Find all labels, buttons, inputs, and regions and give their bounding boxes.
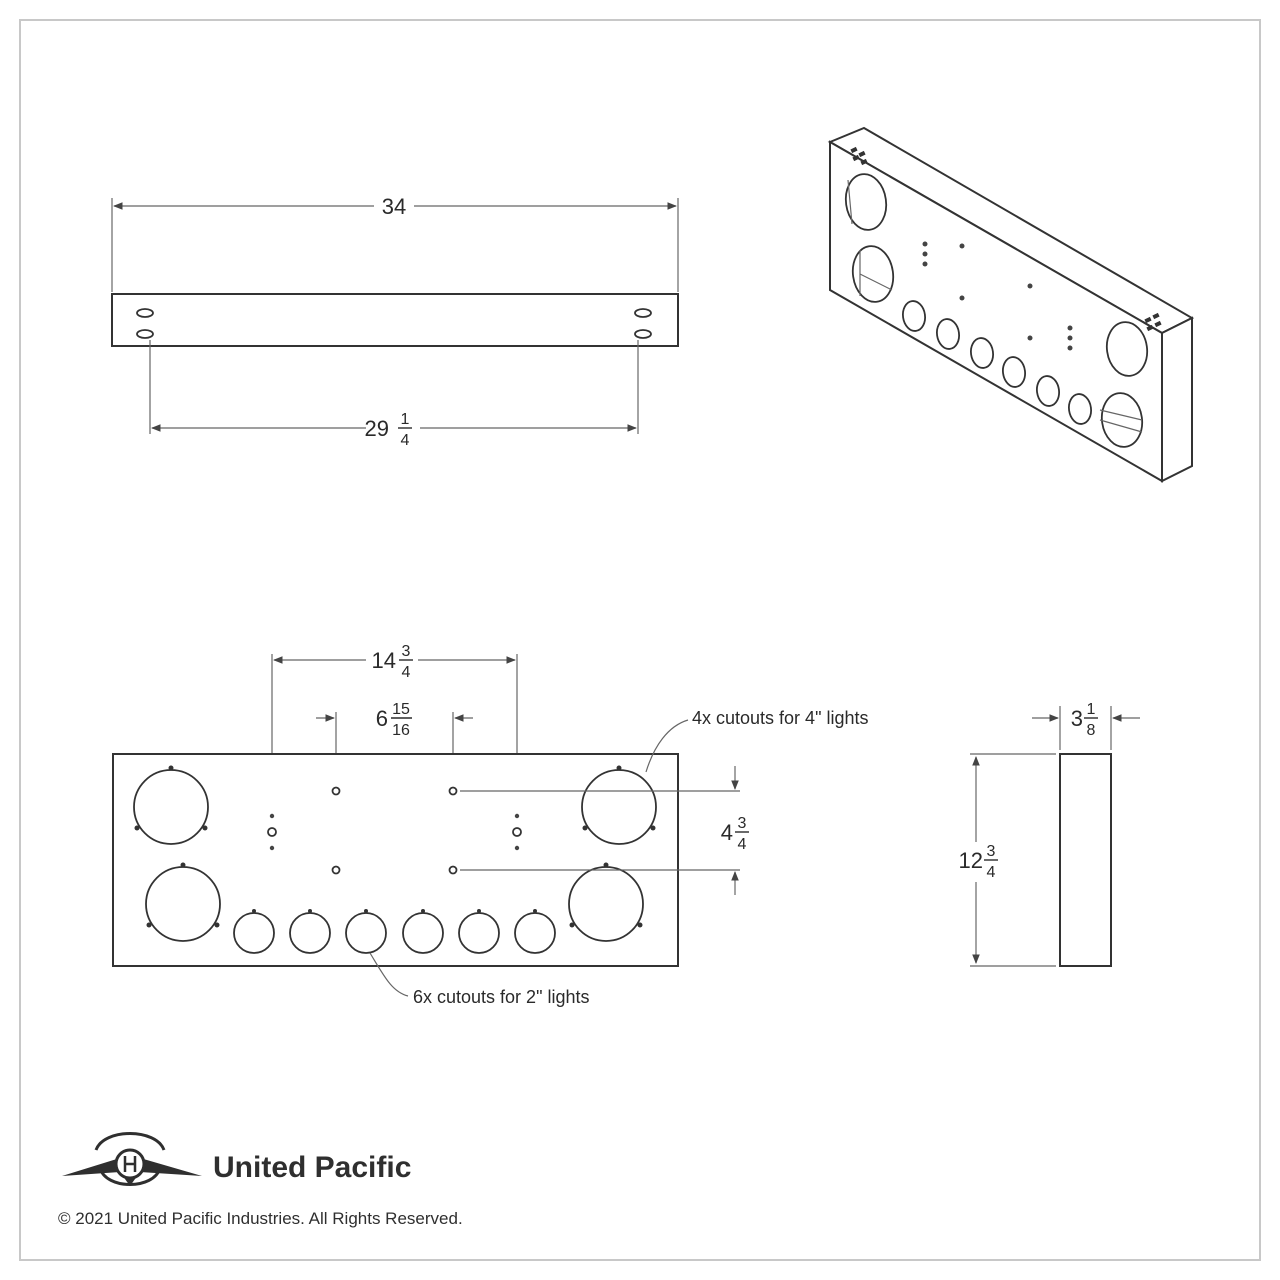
- winged-wheel-logo-icon: [62, 1132, 202, 1186]
- slot-hole: [634, 308, 652, 318]
- dimension-bolt-vertical-spacing: 4 3 4: [721, 815, 749, 853]
- dimension-depth: 3 1 8: [1071, 701, 1098, 739]
- front-view: 14 3 4 6 15 16: [112, 643, 868, 1007]
- isometric-view: [827, 126, 1195, 483]
- svg-text:1: 1: [401, 411, 410, 428]
- callout-small-cutouts: 6x cutouts for 2" lights: [413, 987, 589, 1007]
- small-light-cutouts: [233, 912, 556, 954]
- brand-name: United Pacific: [213, 1151, 411, 1184]
- copyright-text: © 2021 United Pacific Industries. All Ri…: [58, 1209, 463, 1228]
- slot-hole: [634, 329, 652, 339]
- svg-text:4: 4: [987, 864, 996, 881]
- svg-text:4: 4: [402, 664, 411, 681]
- svg-text:29: 29: [365, 416, 389, 441]
- dimension-overall-length: 34: [382, 194, 406, 219]
- side-view: 3 1 8 12 3 4: [959, 701, 1140, 967]
- sheet-border: [19, 19, 1261, 1261]
- svg-text:4: 4: [401, 432, 410, 449]
- svg-text:3: 3: [738, 815, 747, 832]
- svg-text:1: 1: [1087, 701, 1096, 718]
- svg-text:3: 3: [1071, 706, 1083, 731]
- svg-text:6: 6: [376, 706, 388, 731]
- svg-text:8: 8: [1087, 722, 1096, 739]
- large-light-cutouts: [133, 769, 657, 942]
- svg-text:14: 14: [372, 648, 396, 673]
- top-view-bar: [111, 293, 679, 347]
- side-view-profile: [1059, 753, 1112, 967]
- bolt-holes: [267, 786, 522, 875]
- svg-text:3: 3: [987, 843, 996, 860]
- svg-text:16: 16: [392, 722, 410, 739]
- top-view: 34 29 1 4: [111, 194, 679, 449]
- dimension-outer-bolt-spacing: 14 3 4: [372, 643, 413, 681]
- iso-side-face: [1161, 316, 1193, 483]
- callout-large-cutouts: 4x cutouts for 4" lights: [692, 708, 868, 728]
- svg-text:4: 4: [721, 820, 733, 845]
- slot-hole: [136, 329, 154, 339]
- dimension-inner-bolt-spacing: 6 15 16: [376, 701, 412, 739]
- svg-text:15: 15: [392, 701, 410, 718]
- slot-hole: [136, 308, 154, 318]
- svg-text:4: 4: [738, 836, 747, 853]
- svg-text:3: 3: [402, 643, 411, 660]
- dimension-height: 12 3 4: [959, 843, 998, 881]
- svg-text:12: 12: [959, 848, 983, 873]
- dimension-slot-spacing: 29 1 4: [365, 411, 412, 449]
